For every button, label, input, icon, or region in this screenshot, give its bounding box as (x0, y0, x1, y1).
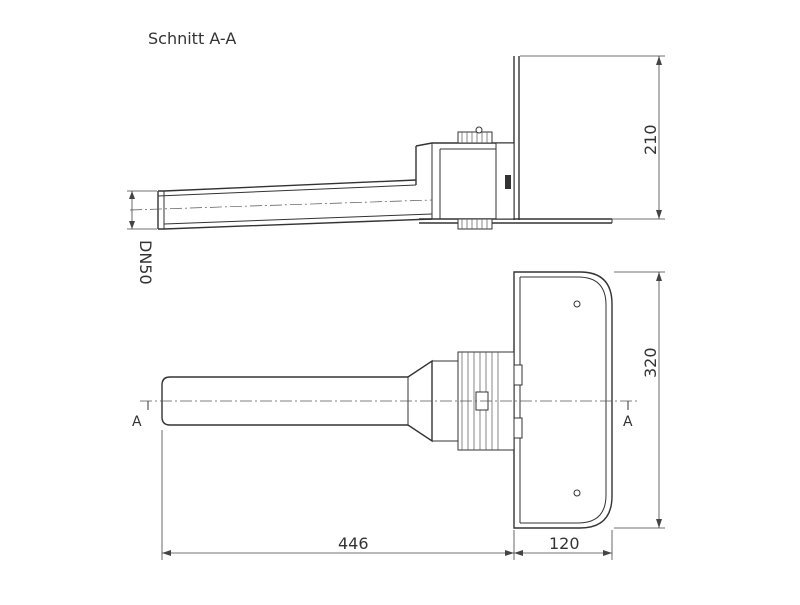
pipe-top (158, 179, 417, 192)
clamp-ring-bottom (457, 218, 493, 230)
small-slot (505, 175, 511, 189)
dim-210: 210 (641, 124, 660, 155)
bottom-flange (419, 218, 612, 224)
screw-bottom (573, 489, 581, 497)
pipe-centerline (129, 199, 433, 211)
dim-446: 446 (338, 534, 369, 553)
section-view: 210 DN50 (127, 55, 665, 285)
section-marker-left: A (132, 414, 142, 430)
dim-dn50: DN50 (136, 240, 155, 285)
screw-top (573, 300, 581, 308)
dim-320: 320 (641, 347, 660, 378)
section-title: Schnitt A-A (148, 29, 236, 48)
dim-120: 120 (549, 534, 580, 553)
flange-plate (513, 271, 613, 529)
pipe-plan (170, 376, 408, 426)
plan-view: A A 320 446 120 (132, 271, 665, 560)
clamp-ring-top (457, 131, 493, 144)
section-marker-right: A (623, 414, 633, 430)
pipe-bottom (158, 218, 433, 230)
